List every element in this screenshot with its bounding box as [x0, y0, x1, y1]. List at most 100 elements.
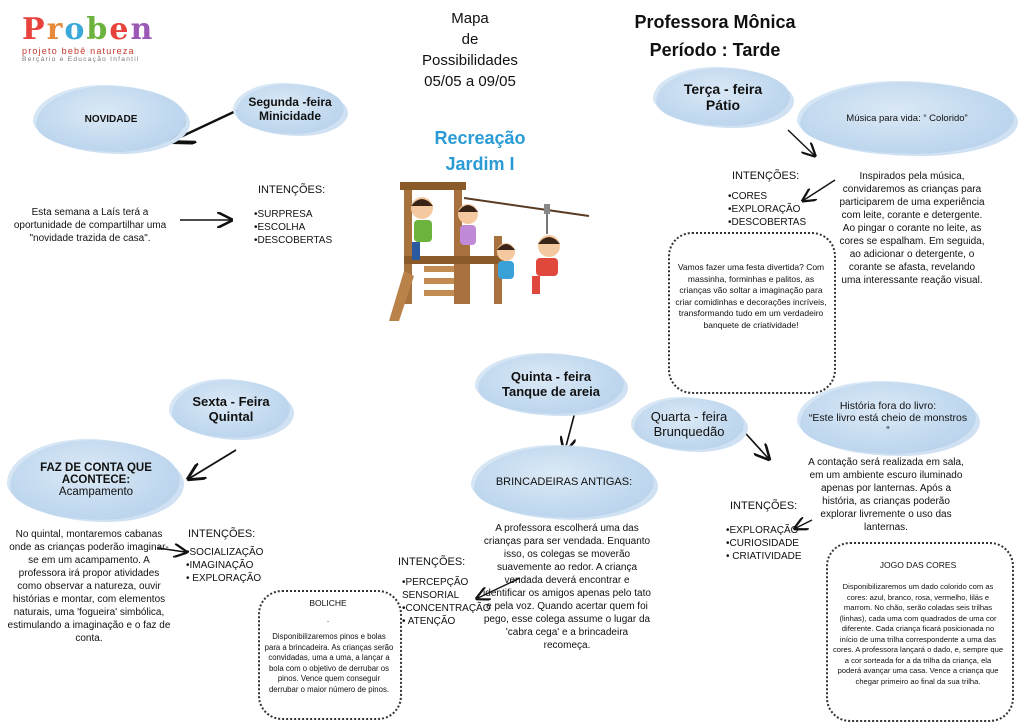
monday-intentions-title: INTENÇÕES:: [258, 184, 326, 196]
logo-letter: n: [130, 12, 155, 47]
friday-extra-title: BOLICHE: [309, 598, 347, 608]
intention-item: •EXPLORAÇÃO: [726, 525, 799, 536]
intention-item: • EXPLORAÇÃO: [186, 573, 262, 584]
wednesday-intentions: •EXPLORAÇÃO •CURIOSIDADE • CRIATIVIDADE: [726, 524, 802, 563]
friday-description: No quintal, montaremos cabanas onde as c…: [7, 529, 171, 644]
day-name: Segunda -feira: [248, 95, 332, 109]
thursday-day-cloud: [478, 354, 624, 414]
map-title-line: Mapa: [451, 10, 489, 27]
intention-item: •CURIOSIDADE: [726, 538, 799, 549]
logo-letter: e: [109, 12, 131, 47]
activity-line: História fora do livro:: [839, 400, 937, 412]
logo-letter: b: [86, 12, 110, 47]
day-name: Quinta - feira: [510, 369, 592, 384]
day-name: Sexta - Feira: [192, 394, 270, 409]
monday-day-cloud: [236, 84, 344, 134]
intention-item: •CONCENTRAÇÃO: [402, 603, 491, 614]
friday-activity: FAZ DE CONTA QUE ACONTECE: Acampamento: [22, 440, 170, 520]
wednesday-extra-title: JOGO DAS CORES: [879, 560, 957, 570]
logo-subtitle: projeto bebê natureza: [22, 46, 135, 56]
thursday-intentions-title: INTENÇÕES:: [398, 556, 466, 568]
thursday-day-label: Quinta - feira Tanque de areia: [478, 354, 624, 414]
wednesday-day-cloud: [634, 398, 744, 450]
thursday-activity-cloud: [474, 446, 654, 518]
playground-illustration: [384, 176, 594, 326]
intention-item: •SOCIALIZAÇÃO: [186, 547, 264, 558]
day-name: Terça - feira: [683, 81, 763, 97]
tuesday-activity-cloud: [800, 82, 1014, 154]
thursday-activity: BRINCADEIRAS ANTIGAS:: [495, 476, 633, 488]
friday-intentions-title: INTENÇÕES:: [188, 528, 256, 540]
monday-description: Esta semana a Laís terá a oportunidade d…: [13, 207, 167, 244]
day-name: Quarta - feira: [650, 409, 728, 424]
logo-letter: o: [64, 12, 87, 47]
teacher-name: Professora Mônica: [634, 12, 796, 32]
map-title-line: de: [461, 31, 479, 48]
arrow-icon: [478, 577, 521, 598]
day-place: Minicidade: [258, 109, 321, 123]
day-place: Quintal: [208, 409, 254, 424]
tuesday-intentions-title: INTENÇÕES:: [732, 170, 800, 182]
thursday-description: A professora escolherá uma das crianças …: [483, 523, 651, 651]
intention-item: •EXPLORAÇÃO: [728, 204, 801, 215]
intention-item: • ATENÇÃO: [402, 616, 456, 627]
arrow-icon: [174, 108, 239, 140]
arrow-icon: [787, 129, 814, 155]
period: Período : Tarde: [649, 40, 781, 60]
friday-activity-cloud: [10, 440, 180, 520]
logo-letter: P: [22, 12, 47, 47]
wednesday-activity-cloud: [800, 382, 976, 454]
arrow-icon: [157, 548, 185, 552]
wednesday-extra: Disponibilizaremos um dado colorido com …: [832, 582, 1004, 686]
intention-item: •SURPRESA: [254, 209, 313, 220]
map-title-line: 05/05 a 09/05: [424, 73, 516, 90]
intention-item: •IMAGINAÇÃO: [186, 560, 254, 571]
friday-extra: Disponibilizaremos pinos e bolas para a …: [264, 632, 394, 694]
arrow-icon: [796, 520, 813, 528]
intention-item: •ESCOLHA: [254, 222, 306, 233]
map-title: Mapa de Possibilidades 05/05 a 09/05: [400, 8, 540, 92]
wednesday-description: A contação será realizada em sala, em um…: [808, 457, 964, 533]
arrow-icon: [737, 424, 768, 458]
intention-item: SENSORIAL: [402, 590, 460, 601]
monday-day-label: Segunda -feira Minicidade: [236, 84, 344, 134]
recreation-title: Recreação: [434, 128, 526, 148]
friday-intentions: •SOCIALIZAÇÃO •IMAGINAÇÃO • EXPLORAÇÃO: [186, 546, 263, 585]
proben-logo: Proben projeto bebê natureza Berçário e …: [22, 14, 172, 74]
intention-item: •PERCEPÇÃO: [402, 577, 469, 588]
day-place: Brunquedão: [653, 424, 725, 439]
tuesday-extra-box: [668, 232, 836, 394]
logo-tagline: Berçário e Educação Infantil: [22, 56, 140, 63]
wednesday-day-label: Quarta - feira Brunquedão: [634, 398, 744, 450]
activity-line: FAZ DE CONTA QUE ACONTECE:: [40, 462, 152, 486]
arrow-icon: [565, 411, 575, 450]
intention-item: • CRIATIVIDADE: [726, 551, 802, 562]
wednesday-activity: História fora do livro: “Este livro está…: [806, 382, 970, 454]
friday-extra-dot: .: [326, 614, 330, 624]
friday-day-label: Sexta - Feira Quintal: [172, 380, 290, 438]
tuesday-intentions: •CORES •EXPLORAÇÃO •DESCOBERTAS: [728, 190, 806, 229]
tuesday-description: Inspirados pela música, convidaremos as …: [839, 171, 985, 286]
intention-item: •DESCOBERTAS: [728, 217, 807, 228]
monday-activity-cloud: [36, 86, 186, 152]
friday-day-cloud: [172, 380, 290, 438]
activity-line: “Este livro está cheio de monstros “: [808, 412, 968, 436]
tuesday-activity: Música para vida: “ Colorido”: [846, 112, 968, 124]
monday-intentions: •SURPRESA •ESCOLHA •DESCOBERTAS: [254, 208, 332, 247]
monday-activity: NOVIDADE: [84, 113, 138, 125]
tuesday-day-cloud: [656, 68, 790, 126]
day-place: Pátio: [705, 97, 741, 113]
wednesday-intentions-title: INTENÇÕES:: [730, 500, 798, 512]
arrow-icon: [190, 449, 237, 478]
class-name: Jardim I: [445, 154, 515, 174]
intention-item: •DESCOBERTAS: [254, 235, 333, 246]
thursday-intentions: •PERCEPÇÃO SENSORIAL •CONCENTRAÇÃO • ATE…: [402, 576, 491, 628]
arrow-icon: [804, 179, 836, 200]
friday-extra-box: [258, 590, 402, 720]
tuesday-day-label: Terça - feira Pátio: [656, 68, 790, 126]
activity-line: Acampamento: [58, 486, 134, 498]
day-place: Tanque de areia: [501, 384, 600, 399]
logo-letter: r: [46, 12, 65, 47]
tuesday-extra: Vamos fazer uma festa divertida? Com mas…: [675, 262, 827, 330]
